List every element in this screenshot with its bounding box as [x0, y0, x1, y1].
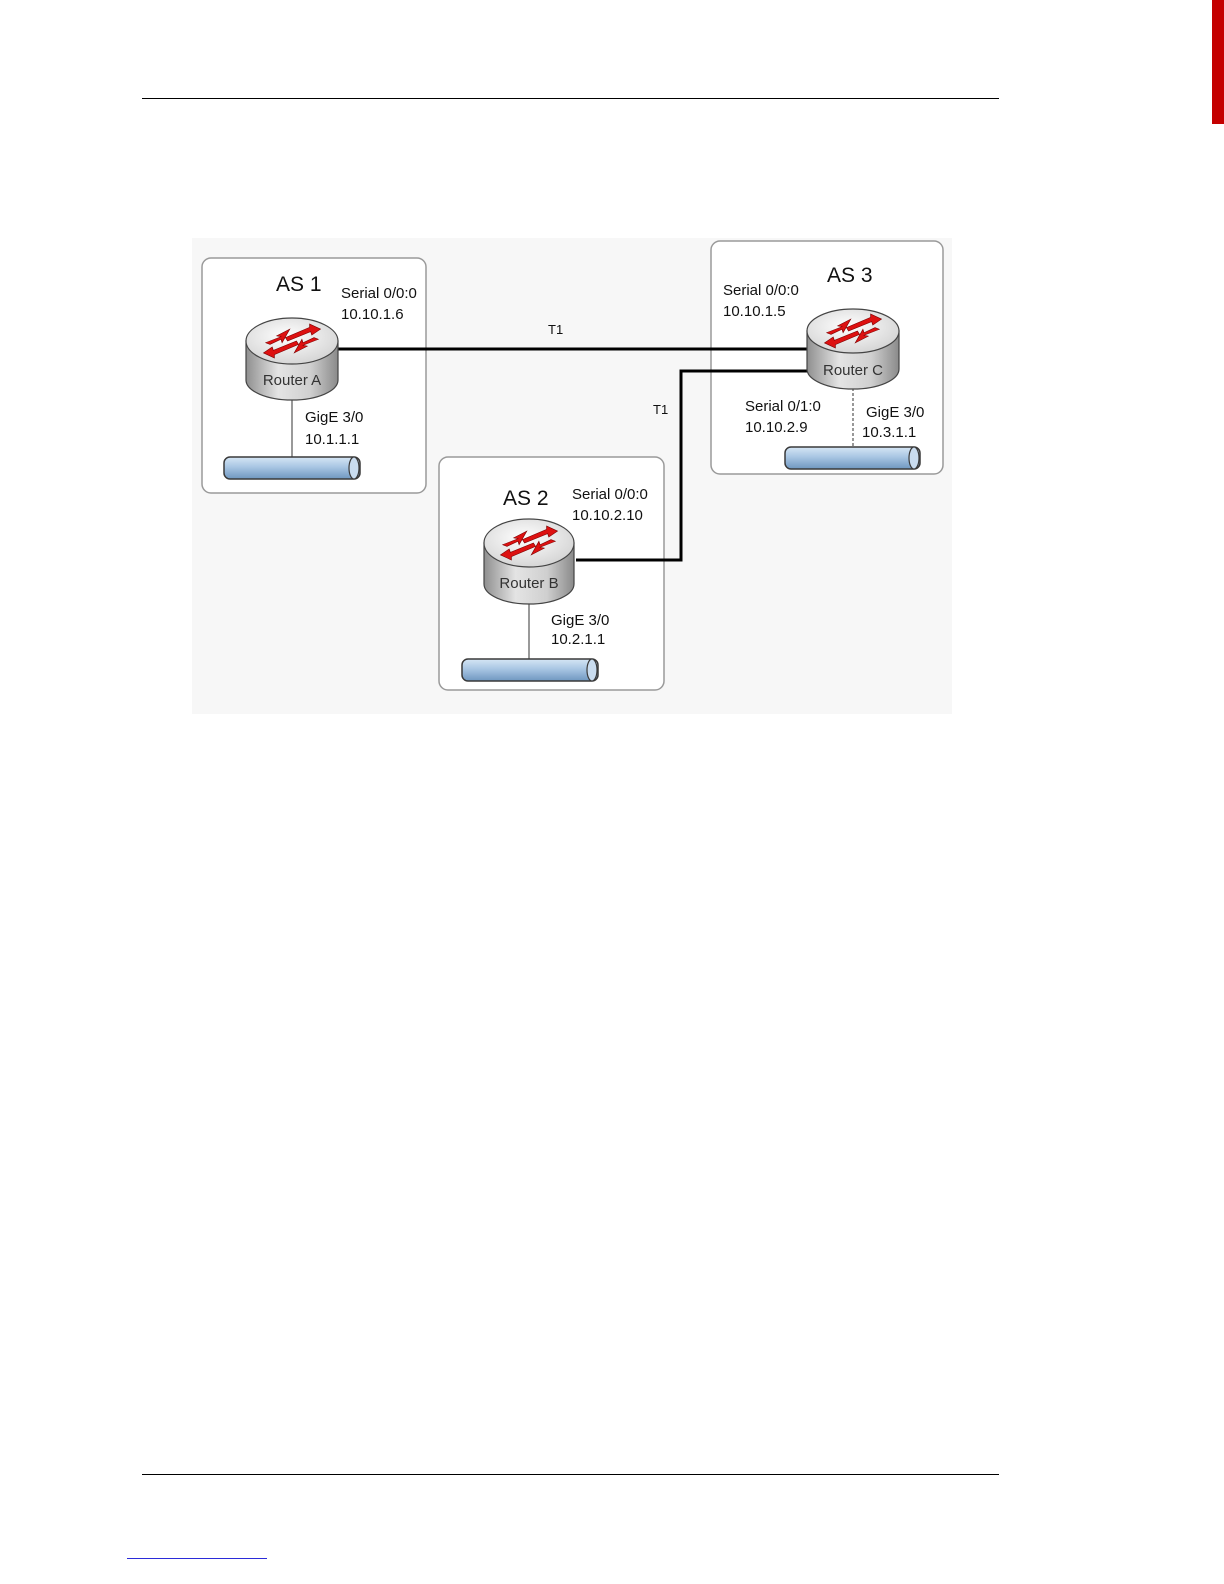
as2-ethernet-segment-icon	[462, 659, 598, 681]
as1-title: AS 1	[276, 273, 322, 296]
as3-serial1-ip: 10.10.1.5	[723, 303, 786, 320]
as3-gige-iface: GigE 3/0	[866, 404, 924, 421]
router-a-label: Router A	[263, 372, 321, 389]
as3-serial2-ip: 10.10.2.9	[745, 419, 808, 436]
as3-serial2-iface: Serial 0/1:0	[745, 398, 821, 415]
as3-serial1-iface: Serial 0/0:0	[723, 282, 799, 299]
link-a-c-label: T1	[548, 322, 563, 337]
as1-ethernet-segment-icon	[224, 457, 360, 479]
footer-rule	[142, 1474, 999, 1475]
as3-ethernet-segment-icon	[785, 447, 920, 469]
as1-serial-ip: 10.10.1.6	[341, 306, 404, 323]
side-tab-marker	[1212, 0, 1224, 124]
link-b-c-label: T1	[653, 402, 668, 417]
as1-gige-ip: 10.1.1.1	[305, 431, 359, 448]
as1-gige-iface: GigE 3/0	[305, 409, 363, 426]
as2-gige-iface: GigE 3/0	[551, 612, 609, 629]
router-b-label: Router B	[499, 575, 558, 592]
as3-gige-ip: 10.3.1.1	[862, 424, 916, 441]
as2-gige-ip: 10.2.1.1	[551, 631, 605, 648]
network-topology-diagram: Router A Router B Router C AS 1 AS 2 AS …	[192, 238, 952, 714]
as2-serial-ip: 10.10.2.10	[572, 507, 643, 524]
as1-serial-iface: Serial 0/0:0	[341, 285, 417, 302]
as3-title: AS 3	[827, 264, 873, 287]
footer-link-underline[interactable]	[127, 1558, 267, 1559]
router-c-label: Router C	[823, 362, 883, 379]
header-rule	[142, 98, 999, 99]
as2-serial-iface: Serial 0/0:0	[572, 486, 648, 503]
as2-title: AS 2	[503, 487, 549, 510]
